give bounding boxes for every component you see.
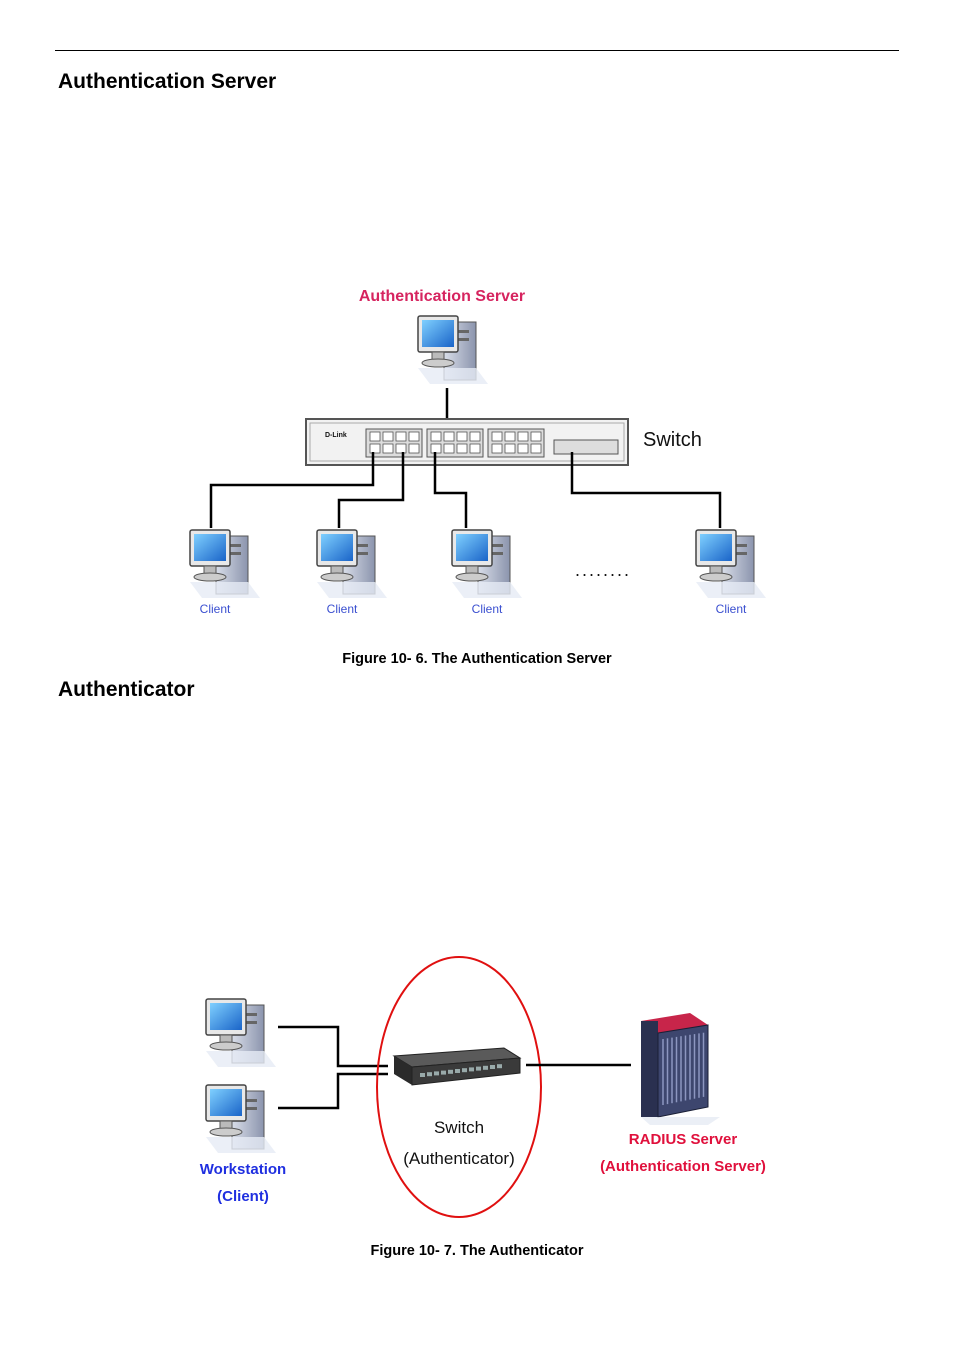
switch-port xyxy=(469,1067,474,1072)
switch-port xyxy=(408,431,420,442)
client-link-lines xyxy=(209,452,722,528)
switch-port xyxy=(517,443,529,454)
switch-label-line2: (Authenticator) xyxy=(403,1149,515,1168)
figure-authenticator: Switch (Authenticator) Workstation (Clie… xyxy=(200,956,766,1218)
figure-caption-authentication-server: Figure 10- 6. The Authentication Server xyxy=(342,651,612,667)
header-rule xyxy=(55,50,899,51)
switch-port xyxy=(517,431,529,442)
switch-port xyxy=(434,1071,439,1076)
workstation-computer-icon-2 xyxy=(205,1084,277,1154)
workstation-link-lines xyxy=(278,1025,388,1110)
switch-port xyxy=(504,431,516,442)
switch-port xyxy=(443,443,455,454)
switch-port xyxy=(456,443,468,454)
switch-device: D-Link xyxy=(305,418,629,466)
switch-port xyxy=(476,1066,481,1071)
workstation-label-line2: (Client) xyxy=(217,1188,269,1205)
switch-ports xyxy=(369,431,542,454)
switch-port xyxy=(408,443,420,454)
switch-port xyxy=(456,431,468,442)
radius-server-icon xyxy=(641,1013,720,1125)
switch-port xyxy=(530,431,542,442)
switch-port xyxy=(395,431,407,442)
switch-port xyxy=(497,1064,502,1069)
switch-port xyxy=(483,1065,488,1070)
client-label-2: Client xyxy=(327,602,358,616)
client-computer-icon-4 xyxy=(695,529,767,599)
switch-port xyxy=(455,1069,460,1073)
switch-port xyxy=(469,443,481,454)
switch-port xyxy=(430,443,442,454)
switch-port xyxy=(448,1069,453,1074)
authenticator-highlight-ellipse xyxy=(376,956,542,1218)
workstation-computer-icon-1 xyxy=(205,998,277,1068)
switch-port xyxy=(504,443,516,454)
switch-port xyxy=(469,431,481,442)
section-heading-authenticator: Authenticator xyxy=(58,678,195,701)
switch-port xyxy=(427,1072,432,1077)
switch-port xyxy=(382,443,394,454)
server-computer-icon xyxy=(417,315,489,385)
switch-port xyxy=(443,431,455,442)
workstation-label-line1: Workstation xyxy=(200,1161,286,1178)
server-label: Authentication Server xyxy=(359,288,525,305)
switch-port xyxy=(430,431,442,442)
radius-label-line1: RADIUS Server xyxy=(629,1131,738,1148)
switch-port xyxy=(441,1070,446,1075)
client-label-3: Client xyxy=(472,602,503,616)
switch-port xyxy=(490,1065,495,1069)
section-heading-authentication-server: Authentication Server xyxy=(58,70,277,93)
client-computer-icon-3 xyxy=(451,529,523,599)
client-ellipsis: ........ xyxy=(575,560,631,580)
switch-label: Switch xyxy=(643,429,702,451)
switch-label-line1: Switch xyxy=(434,1118,484,1137)
switch-port xyxy=(369,431,381,442)
client-label-1: Client xyxy=(200,602,231,616)
figure-caption-authenticator: Figure 10- 7. The Authenticator xyxy=(370,1243,584,1259)
switch-port xyxy=(395,443,407,454)
switch-port xyxy=(382,431,394,442)
switch-brand-label: D-Link xyxy=(325,432,347,439)
client-label-4: Client xyxy=(716,602,747,616)
figure-authentication-server: Authentication Server D-Link Switch Clie… xyxy=(189,288,767,616)
switch-port xyxy=(491,431,503,442)
switch-port xyxy=(369,443,381,454)
switch-port xyxy=(530,443,542,454)
switch-port xyxy=(462,1068,467,1073)
switch-port xyxy=(420,1073,425,1077)
switch-port xyxy=(491,443,503,454)
switch-device-icon xyxy=(392,1047,522,1086)
client-computer-icon-1 xyxy=(189,529,261,599)
client-computer-icon-2 xyxy=(316,529,388,599)
radius-label-line2: (Authentication Server) xyxy=(600,1158,766,1175)
